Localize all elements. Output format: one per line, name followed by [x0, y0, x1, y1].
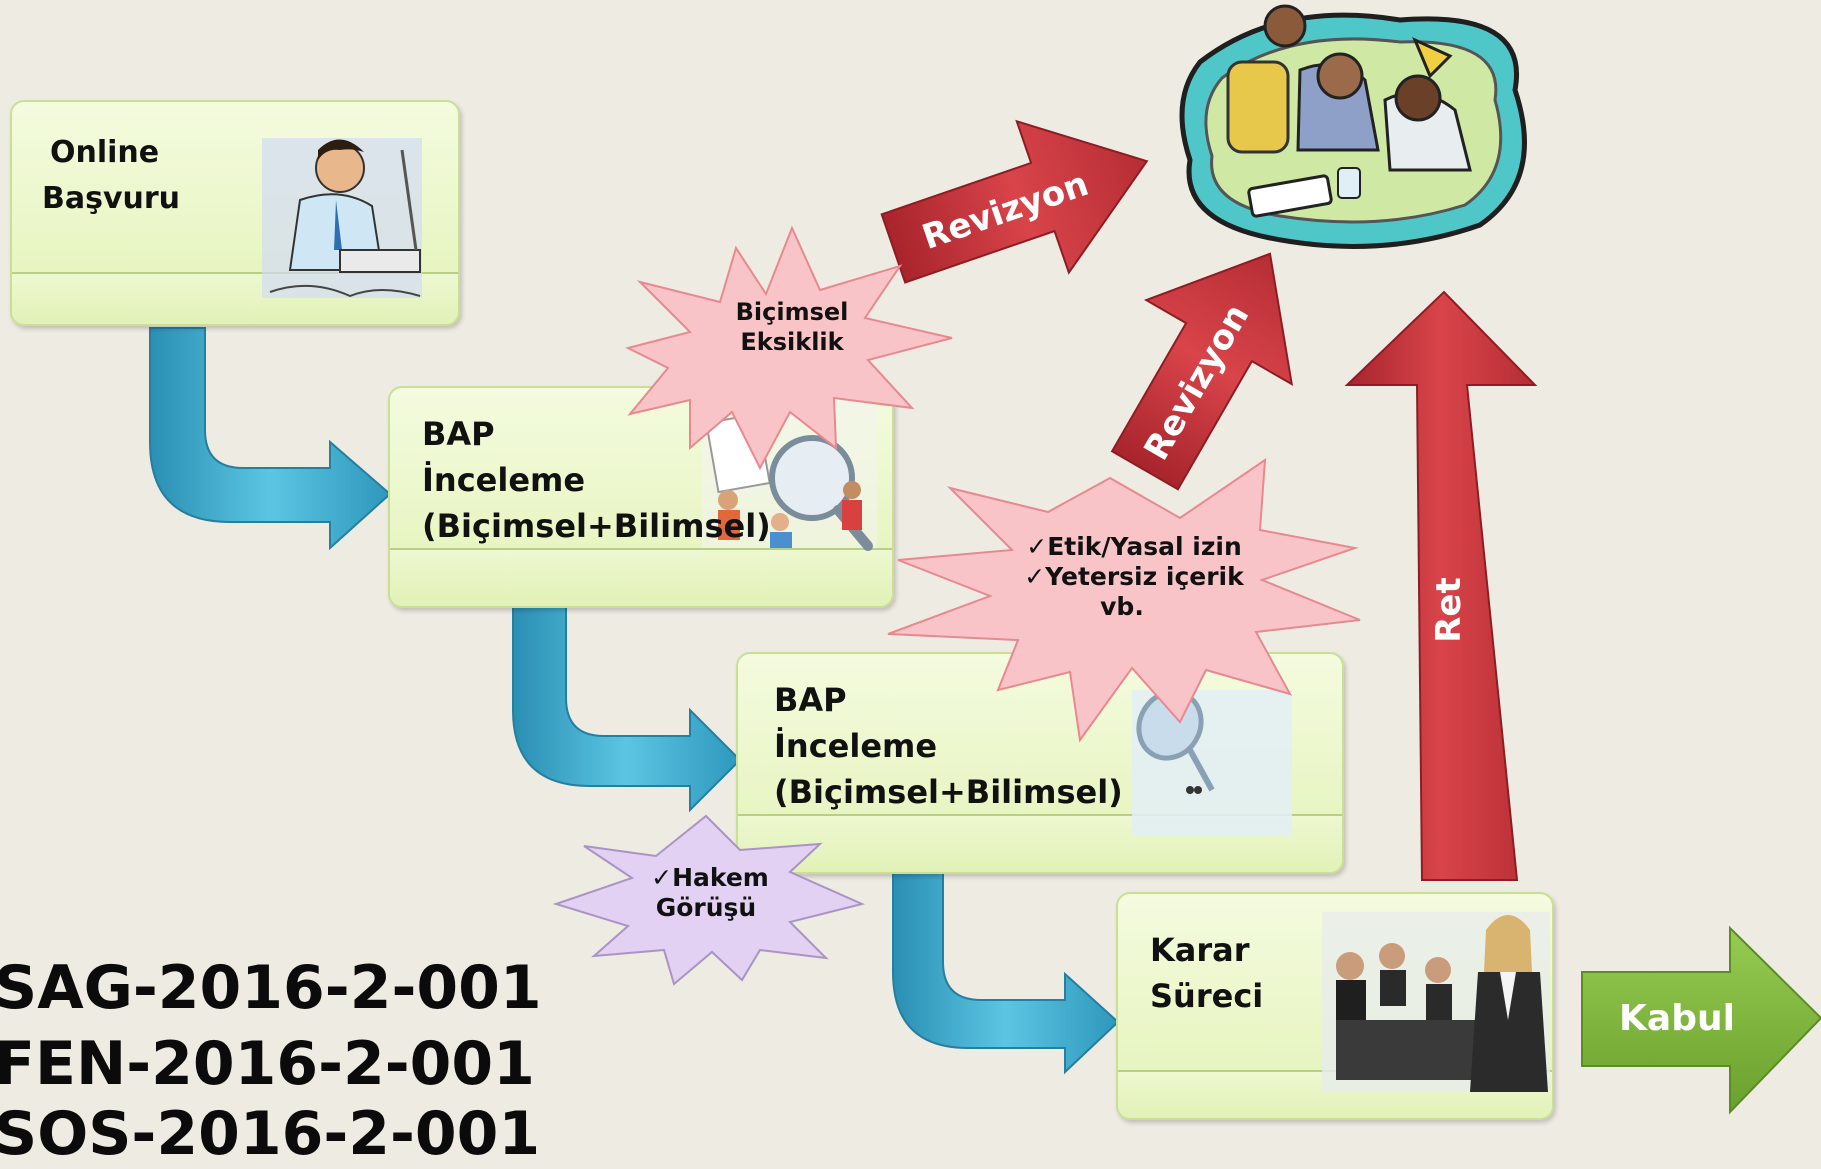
- step-2-line-3: (Biçimsel+Bilimsel): [422, 507, 771, 545]
- step-2-line-1: BAP: [422, 415, 495, 453]
- hakem-line-2: Görüşü: [656, 893, 757, 922]
- project-code-sag: SAG-2016-2-001: [0, 953, 542, 1023]
- hakem-burst: ✓Hakem Görüşü: [552, 814, 866, 986]
- etik-line-2: ✓Yetersiz içerik: [1024, 562, 1245, 591]
- ret-label: Ret: [1429, 577, 1469, 643]
- hakem-line-1: ✓Hakem: [651, 863, 769, 892]
- bicimsel-line-2: Eksiklik: [740, 328, 844, 356]
- project-code-fen: FEN-2016-2-001: [0, 1029, 535, 1099]
- magnifier-people-icon: [702, 400, 877, 551]
- bicimsel-line-1: Biçimsel: [736, 298, 849, 326]
- step-3-line-2: İnceleme: [774, 727, 938, 765]
- flow-arrow-2: [512, 604, 742, 813]
- project-code-sos: SOS-2016-2-001: [0, 1099, 541, 1169]
- step-3-line-3: (Biçimsel+Bilimsel): [774, 773, 1123, 811]
- etik-line-1: ✓Etik/Yasal izin: [1026, 532, 1242, 561]
- bicimsel-eksiklik-burst: Biçimsel Eksiklik: [625, 225, 953, 471]
- etik-burst: ✓Etik/Yasal izin ✓Yetersiz içerik vb.: [887, 458, 1361, 743]
- step-1-line-2: Başvuru: [42, 181, 181, 216]
- workflow-diagram: Revizyon Ret Kabul: [0, 4, 1821, 1164]
- etik-line-3: vb.: [1100, 592, 1144, 621]
- kabul-label: Kabul: [1619, 998, 1735, 1039]
- step-4-line-2: Süreci: [1150, 977, 1264, 1015]
- business-meeting-icon: [1322, 912, 1550, 1092]
- magnifier-icon: [1132, 689, 1292, 835]
- flow-arrow-1: [149, 327, 392, 551]
- kabul-arrow: Kabul: [1581, 925, 1821, 1115]
- step-3-line-1: BAP: [774, 681, 847, 719]
- meeting-cartoon-icon: [1179, 4, 1527, 249]
- typing-person-icon: [262, 138, 422, 298]
- revizyon-arrow-1: Revizyon: [880, 119, 1149, 284]
- diagram-overlay: Biçimsel Eksiklik ✓Etik/Yasal izin ✓Yete…: [262, 138, 1550, 1092]
- flow-arrow-3: [892, 869, 1120, 1075]
- diagram-graphics: Revizyon Ret Kabul: [149, 4, 1821, 1115]
- step-1-line-1: Online: [50, 135, 160, 170]
- revizyon-arrow-2: Revizyon: [1110, 252, 1294, 491]
- step-2-line-2: İnceleme: [422, 461, 586, 499]
- ret-arrow: Ret: [1344, 290, 1538, 881]
- step-4-line-1: Karar: [1150, 931, 1250, 969]
